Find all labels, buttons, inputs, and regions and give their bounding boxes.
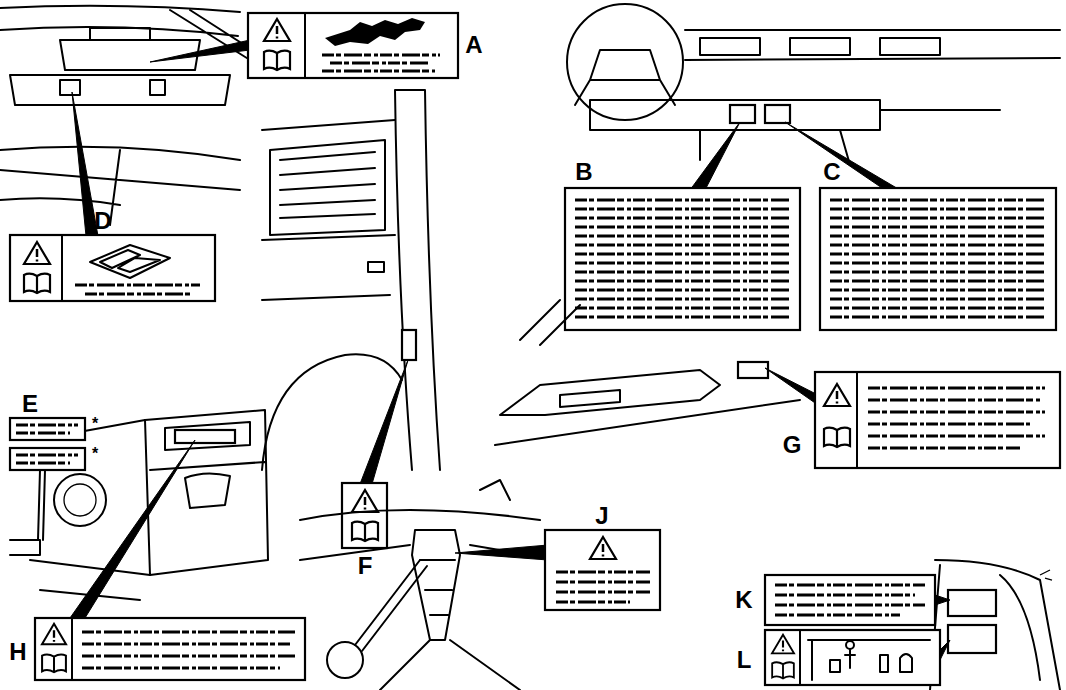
roof-console <box>60 28 200 70</box>
leader-line <box>70 440 195 618</box>
callout-letter: D <box>94 209 111 233</box>
body-panel <box>270 140 385 235</box>
manual-icon <box>352 522 378 541</box>
console-floor <box>300 480 560 690</box>
warning-label <box>342 483 387 548</box>
lever-boot <box>412 530 460 640</box>
dashboard-line <box>0 147 240 225</box>
callout-letter: L <box>737 648 752 672</box>
door-label <box>948 625 996 653</box>
label-text-lines <box>830 200 1046 317</box>
warning-label <box>10 235 215 301</box>
air-vent <box>64 484 96 516</box>
warning-label <box>10 448 85 470</box>
label-divider <box>304 13 306 78</box>
label-text-lines <box>575 200 790 317</box>
window-edge <box>495 300 800 445</box>
shift-knob <box>327 642 363 678</box>
manual-icon <box>824 428 850 447</box>
label-pictogram <box>846 641 854 649</box>
leader-line <box>940 640 950 660</box>
label-text-lines <box>16 425 78 433</box>
label-pictogram <box>808 640 930 680</box>
manual-icon <box>24 274 50 293</box>
footnote-mark: * <box>92 446 98 462</box>
door-panel <box>930 560 1060 690</box>
steering-hub <box>575 50 675 105</box>
handle-label <box>738 362 768 378</box>
warning-label <box>545 530 660 610</box>
label-text-lines <box>556 572 650 602</box>
label-text-lines <box>868 388 1045 448</box>
callout-letter: G <box>783 433 802 457</box>
callout-letter: J <box>595 504 608 528</box>
leader-line <box>72 92 98 236</box>
warning-label <box>765 630 940 685</box>
leader-line <box>785 122 900 190</box>
door-detail <box>1040 570 1052 580</box>
leader-line <box>765 368 818 405</box>
leader-line <box>690 122 740 190</box>
sun-visor <box>10 75 230 105</box>
air-vent <box>54 474 106 526</box>
warning-label <box>565 188 800 330</box>
warning-label <box>815 372 1060 468</box>
label-divider <box>799 630 801 685</box>
callout-letter: K <box>735 588 752 612</box>
callout-letter: C <box>823 160 840 184</box>
footnote-mark: * <box>92 416 98 432</box>
glove-box <box>145 410 268 575</box>
warning-icon <box>590 537 616 559</box>
leader-line <box>935 595 950 605</box>
manual-icon <box>264 51 290 70</box>
callout-letter: B <box>575 160 592 184</box>
label-text-lines <box>75 285 200 294</box>
label-text-lines <box>322 55 440 71</box>
body-line <box>262 120 395 300</box>
warning-icon <box>24 242 50 264</box>
glove-box-label <box>175 430 235 443</box>
label-text-lines <box>16 455 78 463</box>
label-text-lines <box>82 632 295 668</box>
leader-line <box>455 545 548 560</box>
callout-letter: F <box>358 554 373 578</box>
warning-label <box>765 575 935 625</box>
pillar-label <box>402 330 416 360</box>
label-divider <box>856 372 858 468</box>
label-divider <box>71 618 73 680</box>
door-latch <box>368 262 384 272</box>
callout-letter: A <box>465 33 482 57</box>
callout-letter: H <box>9 640 26 664</box>
dash-label <box>765 105 790 123</box>
warning-icon <box>264 19 290 41</box>
leader-line <box>150 40 250 62</box>
warning-icon <box>352 490 378 512</box>
dash-panel <box>10 420 150 600</box>
warning-icon <box>824 384 850 406</box>
door-label <box>948 590 996 616</box>
warning-label <box>820 188 1056 330</box>
manual-icon <box>42 654 66 672</box>
warning-label <box>35 618 305 680</box>
warning-icon <box>772 635 794 654</box>
grab-handle <box>500 370 720 415</box>
dash-label <box>730 105 755 123</box>
glove-box-latch <box>185 473 230 508</box>
door-pillar <box>395 90 440 470</box>
lower-dash <box>590 100 1000 165</box>
manual-icon <box>772 662 794 678</box>
warning-label <box>248 13 458 78</box>
roof-edge <box>0 6 240 12</box>
callout-letter: E <box>22 392 38 416</box>
warning-icon <box>42 624 66 644</box>
label-pictogram <box>325 18 425 46</box>
warning-label <box>10 418 85 440</box>
steering-wheel <box>567 4 683 120</box>
label-pictogram <box>90 245 170 278</box>
leader-line <box>360 360 408 484</box>
dashboard <box>685 30 1060 60</box>
label-text-lines <box>775 585 925 615</box>
leader-line <box>38 470 45 540</box>
label-divider <box>61 235 63 301</box>
